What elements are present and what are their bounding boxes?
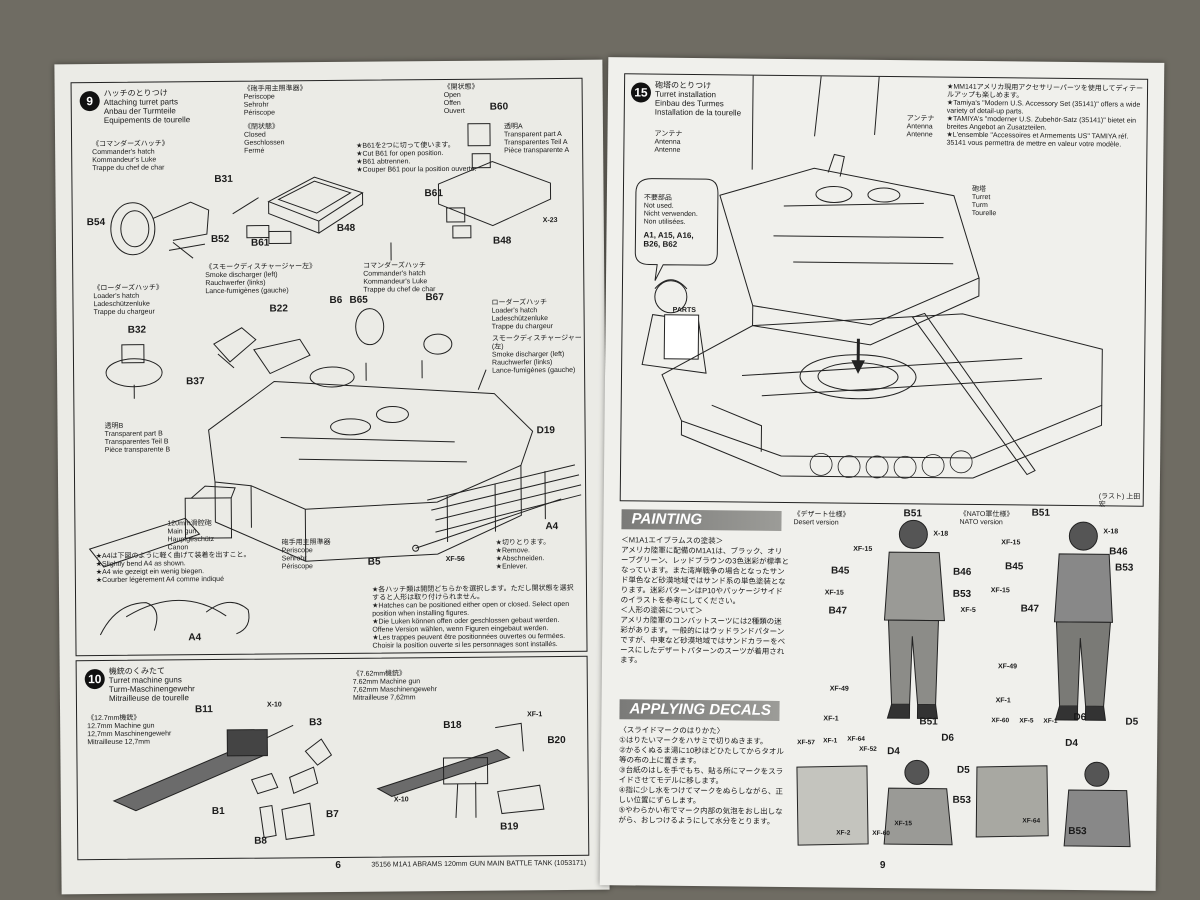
- figure-part-label: B51: [903, 508, 923, 520]
- figure-part-label: B53: [952, 794, 972, 806]
- figure-part-label: XF-52: [859, 745, 877, 753]
- figure-part-label: XF-5: [960, 606, 976, 614]
- figure-part-label: B46: [952, 566, 972, 578]
- figure-part-label: XF-49: [997, 663, 1018, 671]
- step-15-drawing: [634, 75, 1103, 479]
- painting-body: ＜M1A1エイブラムスの塗装＞ アメリカ陸軍に配備のM1A1は、ブラック、オリー…: [619, 535, 790, 665]
- figure-part-label: XF-15: [824, 589, 844, 597]
- figure-part-label: B53: [1068, 825, 1087, 838]
- figure-part-label: XF-64: [847, 735, 865, 743]
- figure-part-label: XF-49: [829, 685, 849, 693]
- figure-part-label: XF-57: [797, 739, 815, 747]
- page-number-right: 9: [879, 859, 886, 872]
- figure-part-label: D4: [1065, 737, 1079, 750]
- figure-part-label: XF-1: [823, 715, 839, 723]
- figure-part-label: X-18: [933, 530, 949, 538]
- figure-part-label: XF-2: [836, 829, 851, 837]
- figure-part-label: XF-1: [1043, 717, 1058, 725]
- figure-part-label: XF-5: [1019, 717, 1034, 725]
- figure-part-label: XF-60: [991, 717, 1010, 725]
- step-15-panel: 15 砲塔のとりつけ Turret installation Einbau de…: [619, 73, 1149, 508]
- figures-drawing: [796, 519, 1131, 848]
- figure-part-label: D5: [1125, 716, 1139, 728]
- figure-part-label: XF-1: [823, 737, 838, 745]
- figure-part-label: B51: [1031, 507, 1051, 519]
- figure-part-label: D6: [941, 732, 955, 744]
- figure-part-label: XF-1: [995, 697, 1011, 705]
- figure-part-label: XF-15: [990, 587, 1010, 595]
- figure-part-label: XF-15: [853, 545, 873, 553]
- figure-part-label: XF-64: [1022, 817, 1041, 825]
- page-footer: 35156 M1A1 ABRAMS 120mm GUN MAIN BATTLE …: [371, 859, 587, 869]
- step-10-panel: 10 機銃のくみたて Turret machine guns Turm-Masc…: [75, 655, 590, 861]
- decals-body: 〈スライドマークのはりかた〉 ①はりたいマークをハサミで切りぬきます。 ②かるく…: [618, 725, 784, 826]
- figure-part-label: X-18: [1103, 528, 1119, 536]
- figure-part-label: XF-60: [872, 829, 890, 838]
- figure-part-label: D5: [956, 764, 970, 776]
- step-10-drawing: [112, 722, 545, 840]
- figure-part-label: XF-15: [1001, 539, 1021, 547]
- figure-part-label: D4: [887, 746, 900, 758]
- figure-part-label: B47: [828, 605, 847, 617]
- figure-part-label: B53: [952, 588, 972, 600]
- figure-part-label: B53: [1114, 562, 1134, 574]
- figure-part-label: XF-15: [894, 820, 913, 828]
- figure-part-label: B47: [1020, 603, 1040, 615]
- page-number-left: 6: [335, 859, 342, 871]
- painting-header: PAINTING: [621, 509, 782, 531]
- step-9-drawing: [88, 123, 582, 636]
- figure-part-label: B45: [830, 565, 850, 577]
- step-9-panel: 9 ハッチのとりつけ Attaching turret parts Anbau …: [70, 77, 588, 657]
- figure-part-label: D6: [1073, 712, 1087, 724]
- figure-part-label: B51: [919, 716, 938, 728]
- figure-part-label: B46: [1109, 546, 1128, 558]
- instruction-page-left: 9 ハッチのとりつけ Attaching turret parts Anbau …: [54, 59, 610, 895]
- instruction-page-right: 15 砲塔のとりつけ Turret installation Einbau de…: [599, 57, 1165, 891]
- decals-header: APPLYING DECALS: [619, 699, 780, 721]
- figure-part-label: B45: [1004, 561, 1024, 573]
